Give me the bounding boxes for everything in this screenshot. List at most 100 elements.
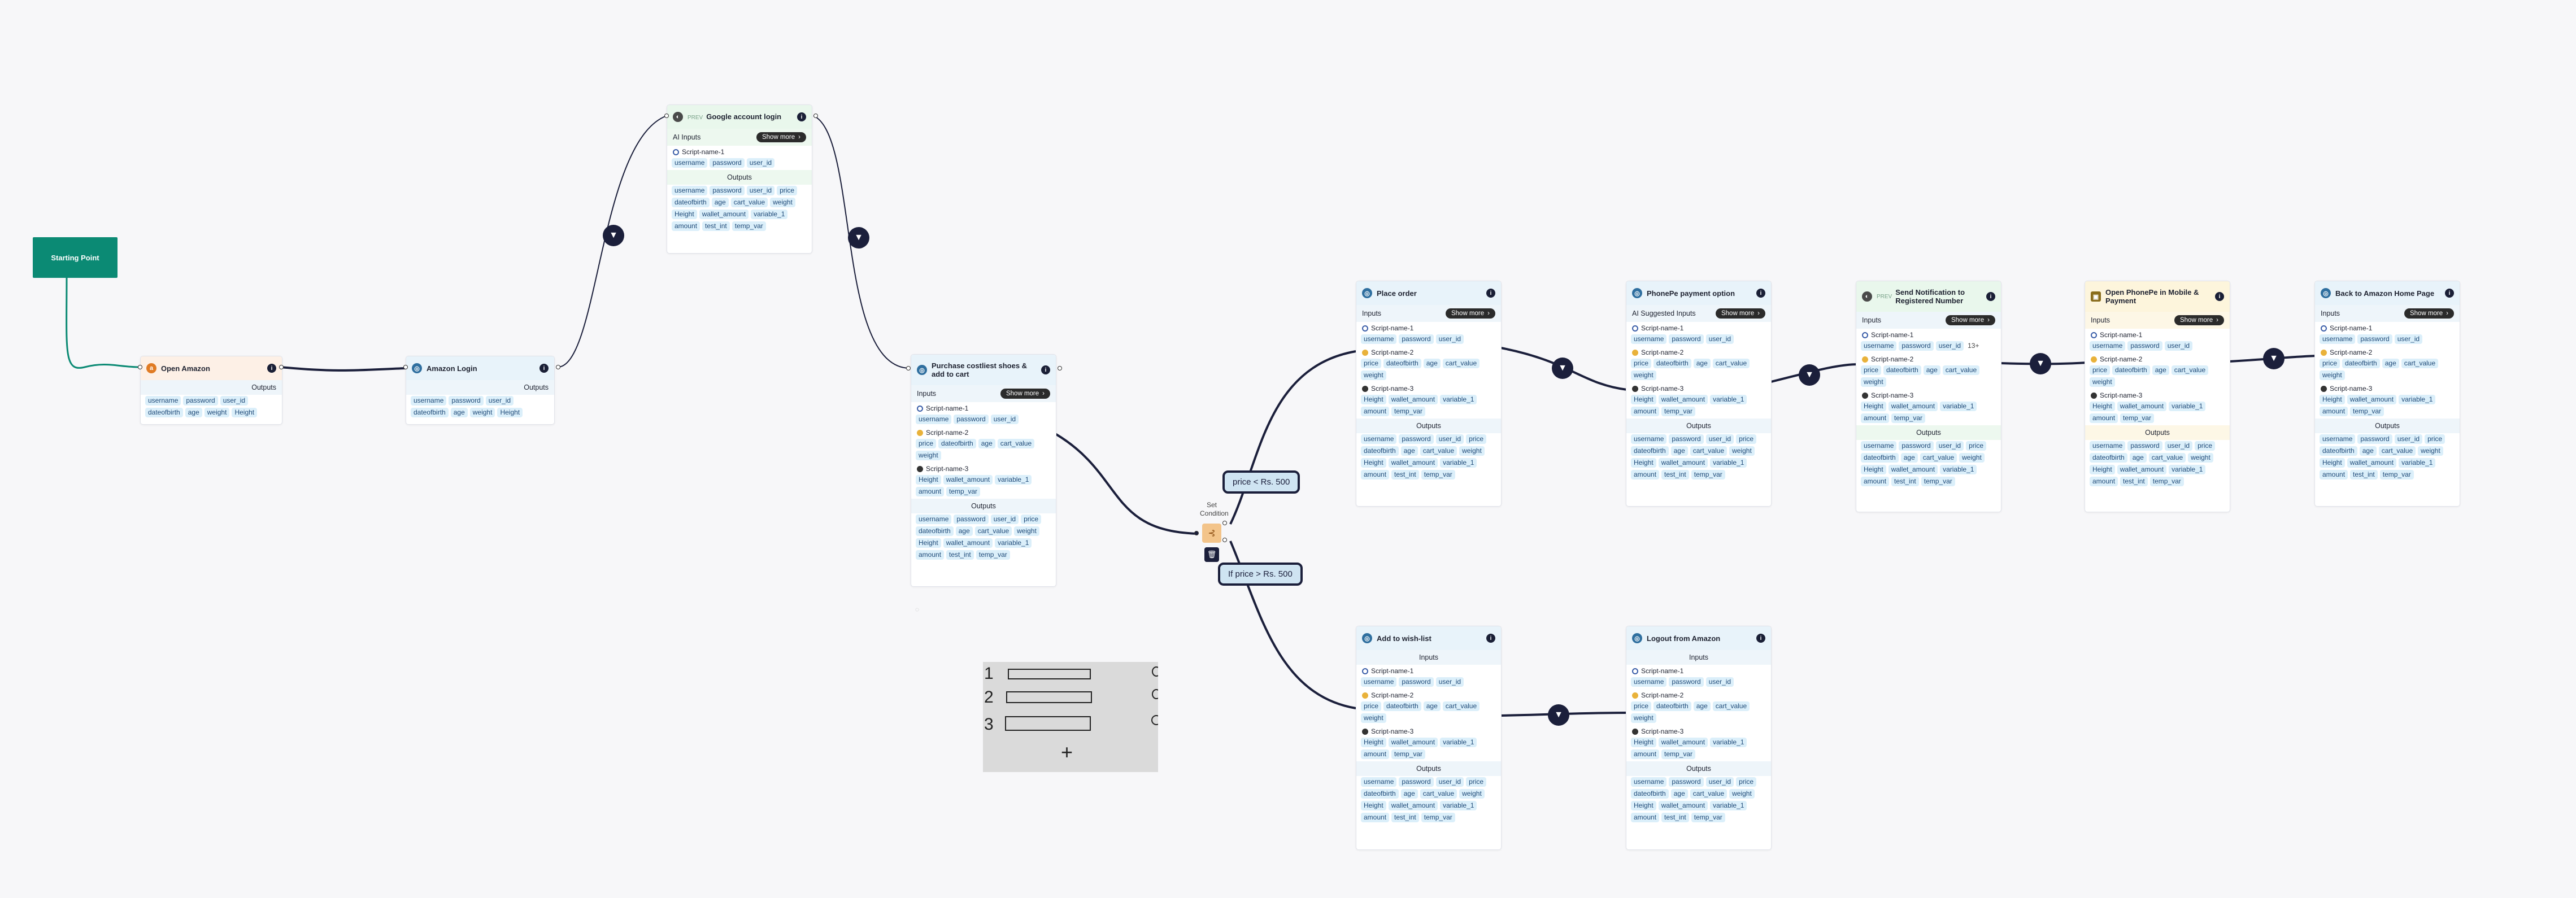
variable-chip[interactable]: amount	[1361, 813, 1390, 822]
variable-chip[interactable]: Height	[1631, 801, 1656, 810]
variable-chip[interactable]: amount	[1861, 413, 1890, 423]
info-icon[interactable]: i	[267, 364, 276, 373]
variable-chip[interactable]: age	[1900, 453, 1918, 463]
variable-chip[interactable]: price	[2195, 441, 2216, 451]
variable-chip[interactable]: cart_value	[2378, 446, 2416, 456]
variable-chip[interactable]: wallet_amount	[1658, 395, 1708, 404]
variable-chip[interactable]: temp_var	[1421, 470, 1455, 479]
variable-chip[interactable]: weight	[2418, 446, 2443, 456]
node-place-order[interactable]: ◎ Place order i Inputs Show more› Script…	[1356, 281, 1502, 507]
variable-chip[interactable]: price	[1861, 365, 1882, 375]
variable-chip[interactable]: cart_value	[730, 198, 768, 207]
variable-chip[interactable]: cart_value	[1712, 359, 1750, 368]
variable-chip[interactable]: age	[2382, 359, 2399, 368]
variable-chip[interactable]: Height	[1631, 738, 1656, 747]
variable-chip[interactable]: wallet_amount	[2347, 395, 2397, 404]
variable-chip[interactable]: username	[1361, 434, 1397, 444]
variable-chip[interactable]: test_int	[1891, 477, 1919, 486]
variable-chip[interactable]: weight	[916, 451, 941, 460]
variable-chip[interactable]: amount	[1631, 407, 1660, 416]
condition-handle-lower[interactable]	[1222, 538, 1227, 542]
split-icon[interactable]: ⊰	[1202, 524, 1221, 543]
variable-chip[interactable]: username	[916, 415, 952, 424]
node-header[interactable]: ◎ Place order i	[1356, 281, 1501, 305]
variable-chip[interactable]: variable_1	[1940, 465, 1977, 474]
variable-chip[interactable]: Height	[1361, 458, 1386, 468]
variable-chip[interactable]: username	[145, 396, 181, 406]
variable-chip[interactable]: variable_1	[2169, 465, 2206, 474]
variable-chip[interactable]: temp_var	[2379, 470, 2414, 479]
variable-chip[interactable]: dateofbirth	[2090, 453, 2127, 463]
filter-icon[interactable]: ▼	[1799, 364, 1820, 386]
show-more-button[interactable]: Show more›	[756, 132, 806, 142]
variable-chip[interactable]: user_id	[2164, 341, 2193, 351]
variable-chip[interactable]: test_int	[1391, 470, 1419, 479]
variable-chip[interactable]: weight	[1631, 370, 1656, 380]
output-handle[interactable]	[813, 114, 818, 118]
variable-chip[interactable]: dateofbirth	[145, 408, 183, 417]
variable-chip[interactable]: variable_1	[995, 538, 1032, 548]
variable-chip[interactable]: password	[183, 396, 218, 406]
variable-chip[interactable]: username	[1361, 777, 1397, 787]
node-phonepe-option[interactable]: ◎ PhonePe payment option i AI Suggested …	[1626, 281, 1772, 507]
variable-chip[interactable]: age	[1423, 701, 1441, 711]
variable-chip[interactable]: user_id	[1935, 341, 1964, 351]
variable-chip[interactable]: user_id	[1435, 677, 1464, 687]
variable-chip[interactable]: Height	[2320, 458, 2345, 468]
variable-chip[interactable]: user_id	[1705, 334, 1734, 344]
info-icon[interactable]: i	[1756, 634, 1765, 643]
variable-chip[interactable]: price	[2320, 359, 2340, 368]
variable-chip[interactable]: temp_var	[1391, 749, 1426, 759]
info-icon[interactable]: i	[1041, 365, 1050, 374]
variable-chip[interactable]: test_int	[2350, 470, 2378, 479]
variable-chip[interactable]: weight	[1014, 526, 1039, 536]
variable-chip[interactable]: temp_var	[1691, 470, 1725, 479]
variable-chip[interactable]: dateofbirth	[1861, 453, 1899, 463]
variable-chip[interactable]: price	[1736, 434, 1757, 444]
variable-chip[interactable]: dateofbirth	[1383, 359, 1421, 368]
variable-chip[interactable]: cart_value	[1420, 789, 1457, 799]
variable-chip[interactable]: user_id	[1435, 777, 1464, 787]
variable-chip[interactable]: wallet_amount	[2117, 465, 2167, 474]
variable-chip[interactable]: temp_var	[2120, 413, 2155, 423]
variable-chip[interactable]: user_id	[2394, 334, 2423, 344]
variable-chip[interactable]: age	[2359, 446, 2377, 456]
variable-chip[interactable]: user_id	[1435, 434, 1464, 444]
variable-chip[interactable]: age	[1670, 789, 1688, 799]
variable-chip[interactable]: username	[1361, 334, 1397, 344]
variable-chip[interactable]: amount	[672, 221, 700, 231]
input-handle[interactable]	[664, 114, 669, 118]
variable-chip[interactable]: variable_1	[1440, 801, 1477, 810]
variable-chip[interactable]: Height	[497, 408, 523, 417]
variable-chip[interactable]: wallet_amount	[1658, 738, 1708, 747]
variable-chip[interactable]: age	[711, 198, 729, 207]
variable-chip[interactable]: cart_value	[1442, 701, 1480, 711]
variable-chip[interactable]: username	[1631, 777, 1667, 787]
variable-chip[interactable]: age	[185, 408, 202, 417]
variable-chip[interactable]: age	[450, 408, 468, 417]
variable-chip[interactable]: variable_1	[1440, 395, 1477, 404]
variable-chip[interactable]: username	[1361, 677, 1397, 687]
variable-chip[interactable]: weight	[1729, 789, 1755, 799]
variable-chip[interactable]: password	[1399, 777, 1434, 787]
node-header[interactable]: ▣ Open PhonePe in Mobile & Payment i	[2085, 281, 2230, 312]
info-icon[interactable]: i	[2215, 292, 2224, 301]
variable-chip[interactable]: user_id	[220, 396, 249, 406]
variable-chip[interactable]: Height	[1361, 738, 1386, 747]
more-count[interactable]: 13+	[1968, 342, 1979, 350]
variable-chip[interactable]: weight	[1459, 446, 1485, 456]
variable-chip[interactable]: variable_1	[1440, 458, 1477, 468]
variable-chip[interactable]: password	[710, 186, 745, 195]
variable-chip[interactable]: test_int	[2120, 477, 2148, 486]
filter-icon[interactable]: ▼	[603, 225, 624, 246]
variable-chip[interactable]: price	[1736, 777, 1757, 787]
variable-chip[interactable]: user_id	[485, 396, 514, 406]
variable-chip[interactable]: age	[1670, 446, 1688, 456]
node-header[interactable]: ◎ PhonePe payment option i	[1626, 281, 1771, 305]
variable-chip[interactable]: price	[777, 186, 798, 195]
variable-chip[interactable]: dateofbirth	[1631, 446, 1669, 456]
node-open-phonepe[interactable]: ▣ Open PhonePe in Mobile & Payment i Inp…	[2085, 281, 2230, 512]
variable-chip[interactable]: Height	[2090, 465, 2115, 474]
